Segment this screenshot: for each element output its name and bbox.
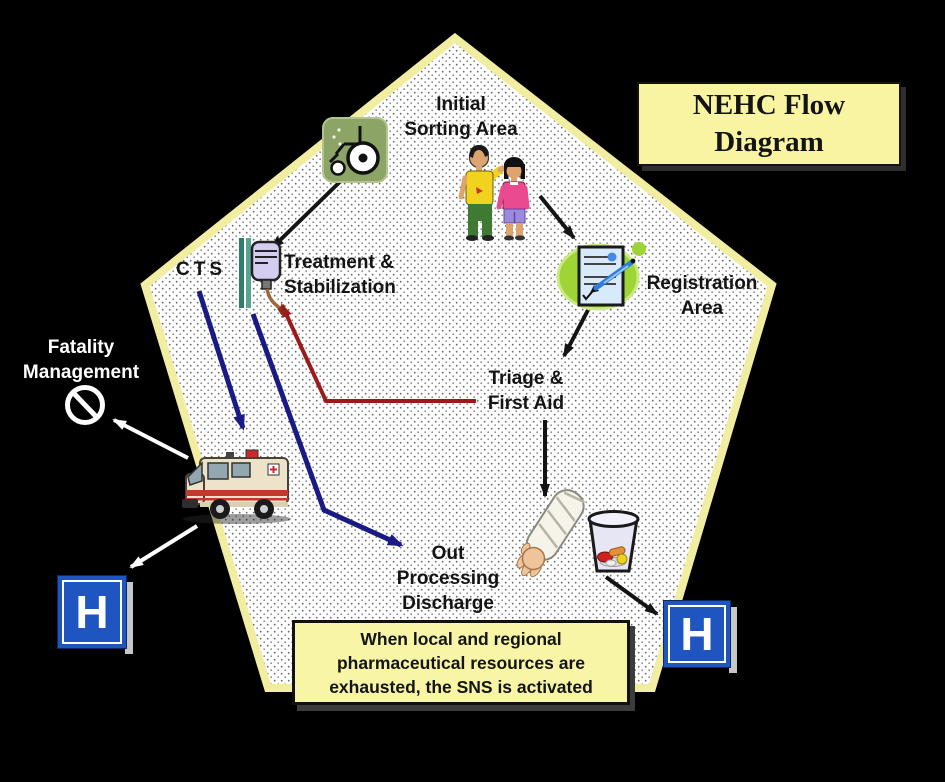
hospital-sign-right-edge: [729, 607, 737, 673]
hospital-sign-left-edge: [125, 582, 133, 654]
hospital-sign-left-plate: H: [57, 575, 127, 649]
hospital-sign-icon-right: H: [663, 600, 737, 673]
arrow-cts-to-ambulance: [196, 290, 246, 431]
hospital-letter: H: [680, 608, 714, 660]
arrow-treatment-to-outprocessing: [250, 313, 404, 548]
arrow-sorting-to-treatment: [270, 170, 352, 250]
title-line-1: NEHC Flow: [692, 89, 846, 121]
label-triage-first-aid: Triage & First Aid: [487, 368, 565, 414]
hospital-sign-right-plate: H: [663, 600, 731, 668]
hospital-letter: H: [75, 586, 109, 638]
arm-cast-icon: [516, 489, 585, 578]
label-initial-sorting-area: Initial Sorting Area: [404, 94, 518, 140]
label-fatality-management: Fatality Management: [22, 337, 140, 383]
title-box: NEHC Flow Diagram: [637, 82, 901, 166]
medication-cup-icon: [587, 510, 640, 573]
no-entry-icon: [65, 385, 105, 425]
label-cts: CTS: [176, 259, 226, 280]
label-registration-area: Registration Area: [646, 273, 758, 319]
sns-note-box: When local and regional pharmaceutical r…: [292, 620, 630, 705]
label-out-processing-discharge: Out Processing Discharge: [396, 543, 500, 614]
arrow-ambulance-to-hospital-left: [129, 524, 199, 569]
arrow-sorting-to-registration: [538, 194, 576, 240]
registration-clipboard-icon: [556, 242, 646, 311]
arrow-registration-to-triage: [562, 309, 590, 358]
ambulance-icon: [182, 449, 291, 524]
label-treatment-stabilization: Treatment & Stabilization: [284, 252, 396, 298]
wheelchair-icon: [322, 117, 388, 183]
title-line-2: Diagram: [714, 126, 824, 158]
iv-drip-icon: [239, 238, 285, 316]
casualties-icon: [458, 145, 530, 241]
hospital-sign-icon-left: H: [57, 575, 133, 654]
arrow-ambulance-to-fatality: [112, 418, 189, 460]
arrow-triage-to-treatment: [280, 303, 476, 403]
arrow-medication-to-hospital: [604, 575, 659, 616]
